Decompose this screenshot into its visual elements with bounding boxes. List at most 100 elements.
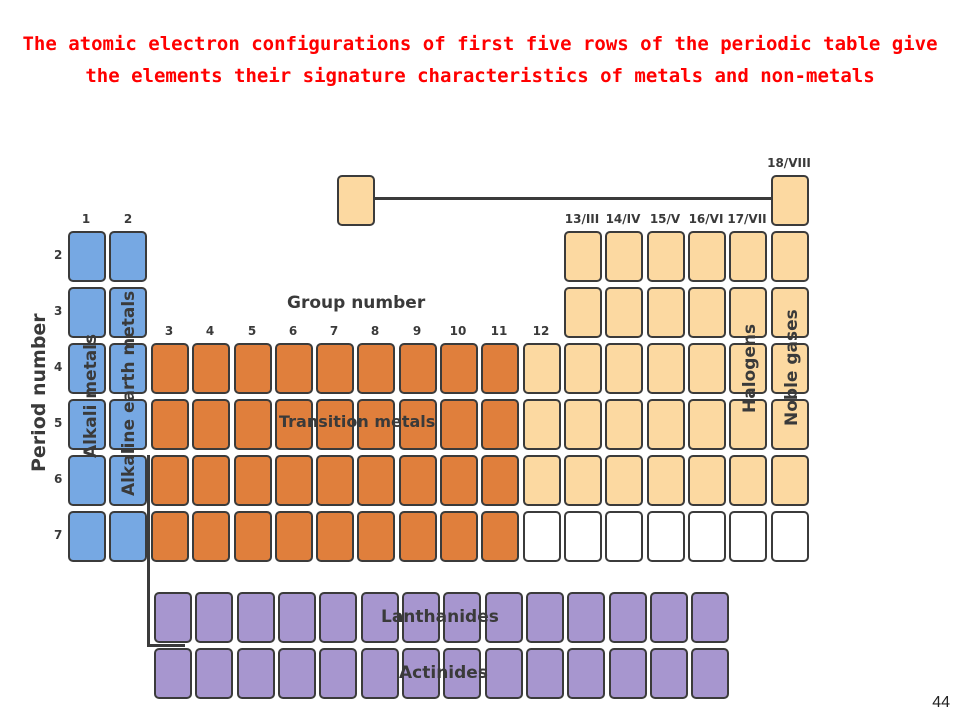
element-cell-p7-g6: [275, 511, 313, 562]
group-label-14: 14/IV: [605, 212, 641, 226]
noble-gases-label: Noble gases: [782, 309, 802, 426]
actinide-cell-12: [609, 648, 647, 699]
element-cell-p3-g14: [605, 287, 643, 338]
actinide-cell-1: [154, 648, 192, 699]
element-cell-p6-g12: [523, 455, 561, 506]
lanthanide-cell-10: [526, 592, 564, 643]
element-cell-p6-g8: [357, 455, 395, 506]
element-cell-p7-g1: [68, 511, 106, 562]
period-label-2: 2: [54, 248, 63, 262]
element-cell-p4-g15: [647, 343, 685, 394]
element-cell-p5-g11: [481, 399, 519, 450]
element-cell-p7-g9: [399, 511, 437, 562]
element-cell-p6-g14: [605, 455, 643, 506]
element-cell-p2-g18: [771, 231, 809, 282]
element-cell-p6-g3: [151, 455, 189, 506]
group-label-16: 16/VI: [688, 212, 724, 226]
actinide-cell-11: [567, 648, 605, 699]
element-cell-p3-g2: [109, 287, 147, 338]
period-label-7: 7: [54, 528, 63, 542]
actinide-cell-8: [443, 648, 481, 699]
lanthanide-cell-9: [485, 592, 523, 643]
element-cell-p7-g16: [688, 511, 726, 562]
element-cell-p5-g3: [151, 399, 189, 450]
group-label-8: 8: [370, 324, 380, 338]
actinide-cell-6: [361, 648, 399, 699]
group-label-7: 7: [329, 324, 339, 338]
element-cell-p7-g15: [647, 511, 685, 562]
lanthanide-cell-7: [402, 592, 440, 643]
actinide-cell-5: [319, 648, 357, 699]
element-cell-p4-g6: [275, 343, 313, 394]
element-cell-p2-g2: [109, 231, 147, 282]
lanthanide-cell-13: [650, 592, 688, 643]
group-label-17: 17/VII: [727, 212, 767, 226]
period-label-6: 6: [54, 472, 63, 486]
actinide-cell-14: [691, 648, 729, 699]
element-cell-p5-g14: [605, 399, 643, 450]
group-label-12: 12: [532, 324, 550, 338]
element-cell-p7-g14: [605, 511, 643, 562]
element-cell-p2-g17: [729, 231, 767, 282]
element-cell-p7-g17: [729, 511, 767, 562]
lanthanide-cell-6: [361, 592, 399, 643]
element-cell-p6-g16: [688, 455, 726, 506]
element-cell-p4-g3: [151, 343, 189, 394]
element-cell-p7-g7: [316, 511, 354, 562]
element-cell-p3-g18: [771, 287, 809, 338]
lanthanide-cell-5: [319, 592, 357, 643]
fblock-connector-horizontal: [147, 644, 185, 647]
alkaline-earth-metals-label: Alkaline earth metals: [119, 290, 139, 496]
lanthanide-cell-14: [691, 592, 729, 643]
element-cell-p6-g17: [729, 455, 767, 506]
alkali-metals-label: Alkali metals: [81, 333, 101, 458]
period-label-5: 5: [54, 416, 63, 430]
period-number-label: Period number: [28, 313, 50, 472]
element-cell-p7-g4: [192, 511, 230, 562]
element-cell-hydrogen: [337, 175, 375, 226]
element-cell-p4-g11: [481, 343, 519, 394]
actinide-cell-10: [526, 648, 564, 699]
group-label-3: 3: [164, 324, 174, 338]
element-cell-p6-g13: [564, 455, 602, 506]
element-cell-p2-g16: [688, 231, 726, 282]
group-label-13: 13/III: [564, 212, 600, 226]
period-label-3: 3: [54, 304, 63, 318]
element-cell-p3-g15: [647, 287, 685, 338]
element-cell-p7-g18: [771, 511, 809, 562]
lanthanide-cell-1: [154, 592, 192, 643]
element-cell-p4-g5: [234, 343, 272, 394]
actinide-cell-7: [402, 648, 440, 699]
element-cell-p6-g2: [109, 455, 147, 506]
element-cell-p4-g12: [523, 343, 561, 394]
element-cell-p3-g17: [729, 287, 767, 338]
element-cell-p4-g8: [357, 343, 395, 394]
group-label-5: 5: [247, 324, 257, 338]
actinide-cell-3: [237, 648, 275, 699]
group-label-4: 4: [205, 324, 215, 338]
element-cell-p5-g1: [68, 399, 106, 450]
element-cell-p4-g14: [605, 343, 643, 394]
element-cell-p4-g18: [771, 343, 809, 394]
element-cell-p7-g2: [109, 511, 147, 562]
element-cell-p5-g17: [729, 399, 767, 450]
element-cell-p7-g13: [564, 511, 602, 562]
period1-connector-line: [375, 197, 771, 200]
group-label-1: 1: [81, 212, 91, 226]
lanthanides-label: Lanthanides: [381, 607, 499, 627]
group-label-9: 9: [412, 324, 422, 338]
element-cell-p7-g3: [151, 511, 189, 562]
element-cell-p3-g1: [68, 287, 106, 338]
actinide-cell-2: [195, 648, 233, 699]
element-cell-p2-g14: [605, 231, 643, 282]
element-cell-p2-g15: [647, 231, 685, 282]
element-cell-p2-g1: [68, 231, 106, 282]
lanthanide-cell-11: [567, 592, 605, 643]
element-cell-p5-g5: [234, 399, 272, 450]
element-cell-p6-g6: [275, 455, 313, 506]
element-cell-p4-g4: [192, 343, 230, 394]
element-cell-p5-g18: [771, 399, 809, 450]
element-cell-p5-g7: [316, 399, 354, 450]
element-cell-p5-g9: [399, 399, 437, 450]
element-cell-p3-g13: [564, 287, 602, 338]
